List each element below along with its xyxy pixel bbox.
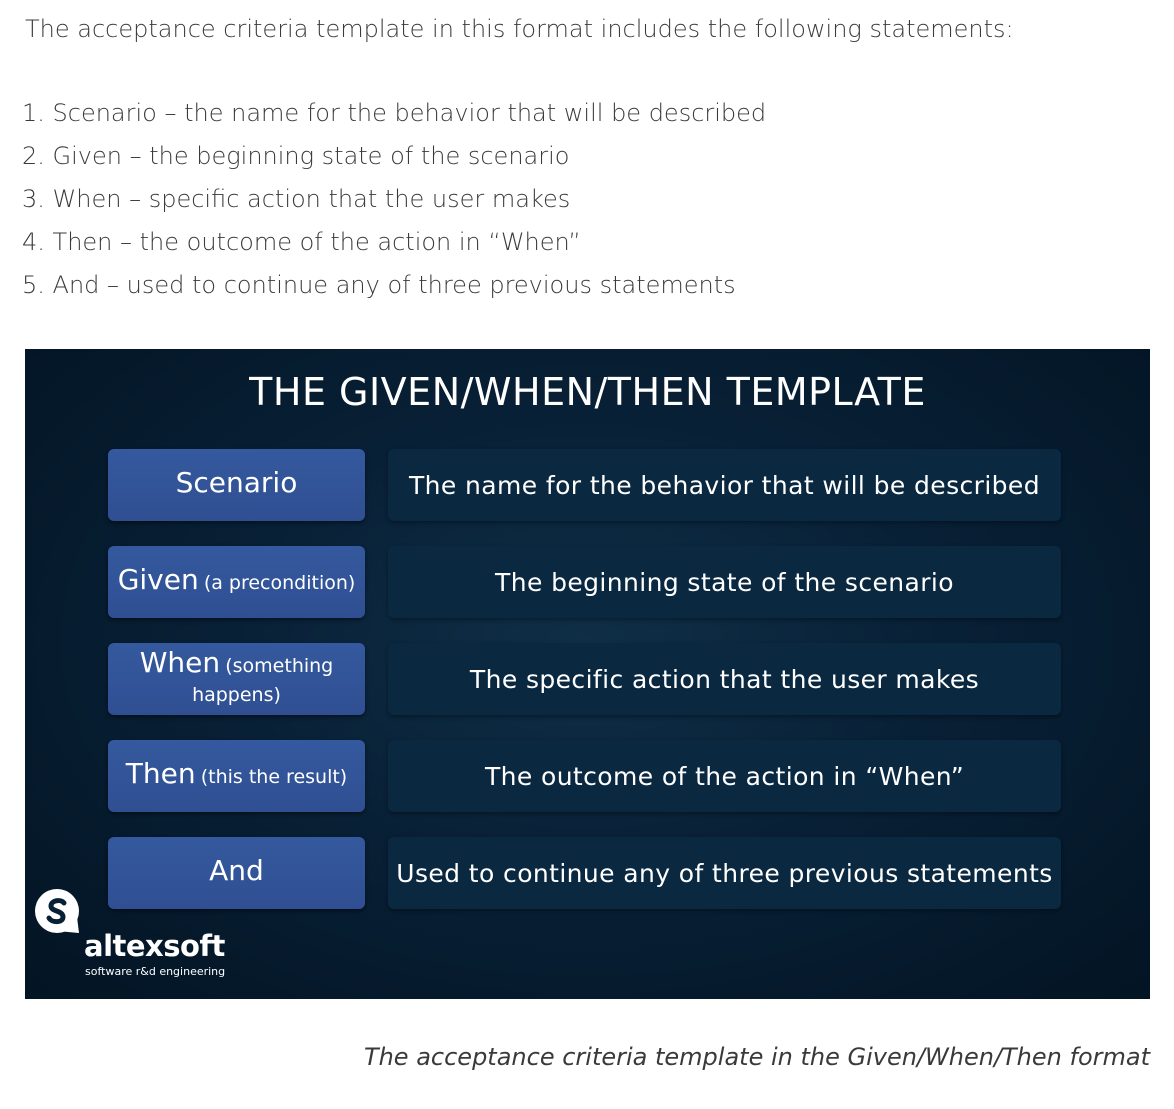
list-item: 5. And – used to continue any of three p… (22, 271, 736, 299)
term-box: And (108, 837, 365, 909)
template-row-given: Given (a precondition) The beginning sta… (25, 546, 1150, 618)
term-box: Then (this the result) (108, 740, 365, 812)
figure-caption: The acceptance criteria template in the … (363, 1043, 1150, 1071)
list-item: 1. Scenario – the name for the behavior … (22, 99, 767, 127)
term-label: Given (117, 563, 199, 596)
term-box: Given (a precondition) (108, 546, 365, 618)
template-row-and: And Used to continue any of three previo… (25, 837, 1150, 909)
term-box: When (something happens) (108, 643, 365, 715)
term-label: And (209, 854, 264, 887)
description-box: The name for the behavior that will be d… (388, 449, 1061, 521)
description-box: The outcome of the action in “When” (388, 740, 1061, 812)
template-row-scenario: Scenario The name for the behavior that … (25, 449, 1150, 521)
term-box: Scenario (108, 449, 365, 521)
term-note: (something happens) (192, 654, 334, 706)
altexsoft-logo: altexsoft software r&d engineering (33, 887, 233, 987)
logo-wordmark: altexsoft (84, 929, 225, 963)
list-item: 2. Given – the beginning state of the sc… (22, 142, 570, 170)
term-label: Scenario (175, 466, 298, 499)
statements-list: 1. Scenario – the name for the behavior … (22, 92, 766, 307)
term-note: (a precondition) (203, 572, 356, 594)
template-infographic: THE GIVEN/WHEN/THEN TEMPLATE Scenario Th… (25, 349, 1150, 999)
list-item: 4. Then – the outcome of the action in “… (22, 228, 581, 256)
term-label: When (139, 645, 221, 679)
template-row-then: Then (this the result) The outcome of th… (25, 740, 1150, 812)
logo-tagline: software r&d engineering (85, 965, 226, 978)
term-note: (this the result) (200, 766, 348, 788)
description-box: The specific action that the user makes (388, 643, 1061, 715)
term-label: Then (125, 757, 196, 790)
list-item: 3. When – specific action that the user … (22, 185, 571, 213)
description-box: Used to continue any of three previous s… (388, 837, 1061, 909)
intro-paragraph: The acceptance criteria template in this… (25, 15, 1014, 43)
altexsoft-logo-icon (35, 889, 79, 933)
template-row-when: When (something happens) The specific ac… (25, 643, 1150, 715)
description-box: The beginning state of the scenario (388, 546, 1061, 618)
infographic-title: THE GIVEN/WHEN/THEN TEMPLATE (249, 370, 926, 414)
